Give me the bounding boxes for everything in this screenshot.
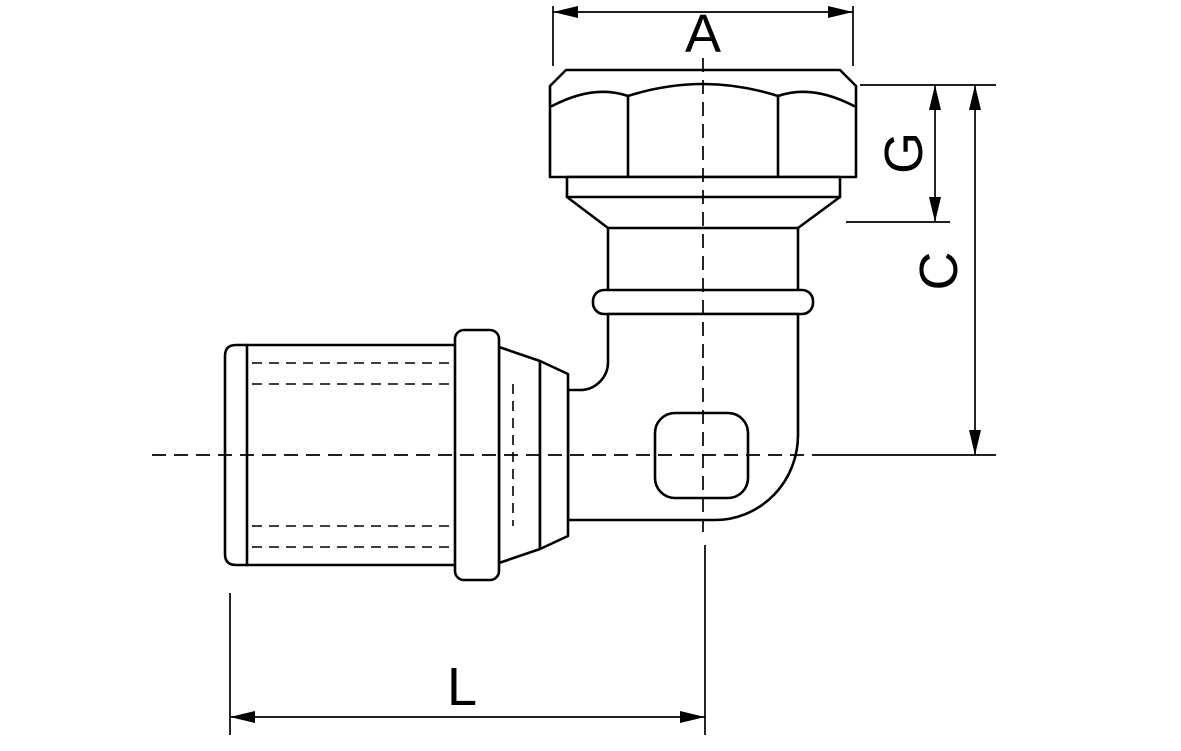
nut-chamfer-arc-left [550, 90, 630, 108]
dim-a-arrow-left [553, 6, 578, 18]
dimension-a: A [552, 4, 854, 66]
dim-c-arrow-bottom [969, 430, 981, 455]
center-lines [152, 58, 810, 532]
dimension-c-label: C [909, 252, 969, 291]
dim-l-arrow-left [230, 711, 255, 723]
nut-chamfer-arc-right [776, 90, 856, 108]
dimension-l: L [229, 545, 706, 735]
dim-g-arrow-bottom [929, 197, 941, 222]
dim-a-arrow-right [828, 6, 853, 18]
dim-c-arrow-top [969, 85, 981, 110]
elbow-body [566, 312, 800, 522]
dimension-g: G [846, 84, 996, 223]
dimension-a-label: A [685, 4, 721, 64]
dimension-g-label: G [874, 132, 934, 174]
elbow-outline [566, 312, 800, 522]
sleeve-flange [453, 328, 501, 582]
dim-l-arrow-right [680, 711, 705, 723]
vertical-body [606, 226, 800, 292]
dimension-l-label: L [447, 657, 477, 717]
dim-g-arrow-top [929, 85, 941, 110]
dimension-c: C [812, 85, 996, 456]
